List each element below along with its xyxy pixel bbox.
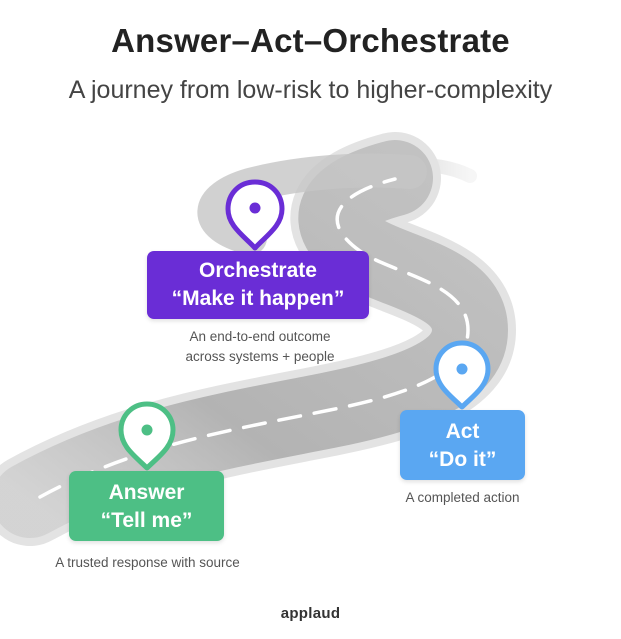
act-map-pin-icon — [433, 340, 491, 410]
orchestrate-stage-tagline: “Make it happen” — [171, 287, 345, 310]
act-stage-tagline: “Do it” — [428, 448, 497, 471]
answer-stage-description: A trusted response with source — [55, 555, 240, 570]
answer-map-pin-icon — [118, 401, 176, 471]
act-stage-description: A completed action — [405, 490, 520, 505]
orchestrate-stage-name: Orchestrate — [199, 259, 317, 282]
answer-stage-tagline: “Tell me” — [100, 509, 193, 532]
orchestrate-description-line-1: An end-to-end outcome — [189, 329, 331, 344]
orchestrate-stage-description: An end-to-end outcome across systems + p… — [150, 327, 370, 367]
answer-stage-name: Answer — [108, 481, 185, 504]
orchestrate-description-line-2: across systems + people — [185, 349, 335, 364]
act-stage-name: Act — [445, 420, 480, 443]
orchestrate-map-pin-icon — [225, 179, 285, 251]
act-stage-card: Act “Do it” — [400, 410, 525, 480]
orchestrate-stage-card: Orchestrate “Make it happen” — [147, 251, 369, 319]
page-title: Answer–Act–Orchestrate — [111, 22, 510, 59]
brand-logo-text: applaud — [280, 605, 341, 622]
answer-stage-card: Answer “Tell me” — [69, 471, 224, 541]
page-subtitle: A journey from low-risk to higher-comple… — [68, 76, 553, 104]
